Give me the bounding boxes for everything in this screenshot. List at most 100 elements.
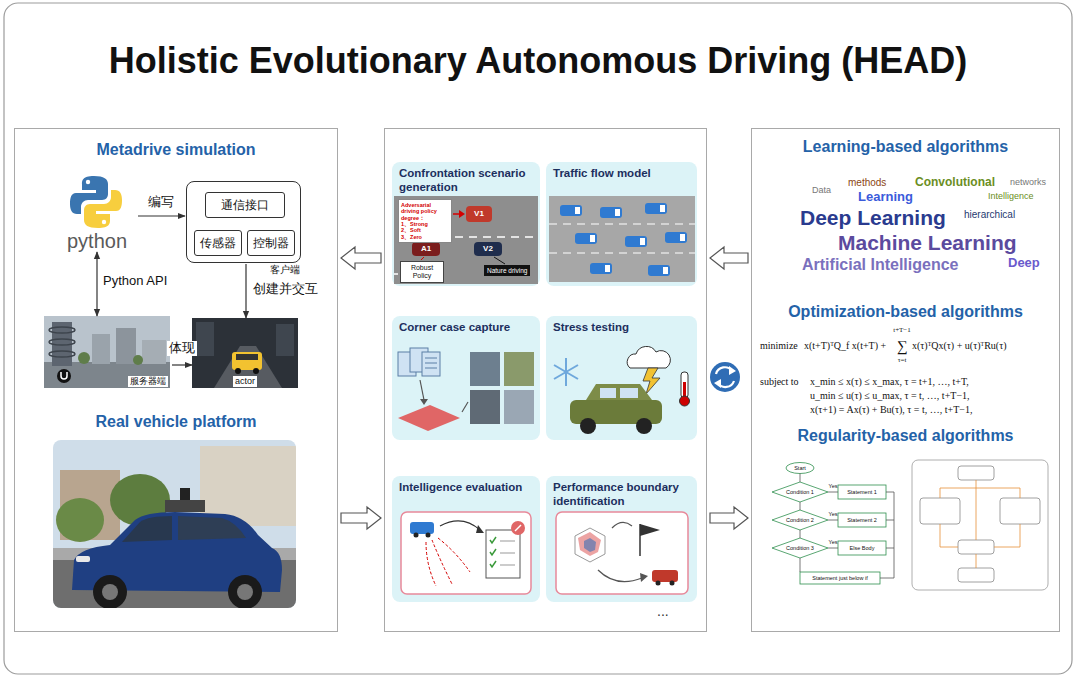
- traffic-scene-part: [665, 232, 687, 243]
- figure-label: Data: [812, 186, 831, 196]
- evaluation-scene-part: [414, 533, 419, 538]
- flowchart-part: [886, 520, 894, 521]
- stress-scene-part: [600, 388, 616, 398]
- corner-case-scene-part: [462, 402, 468, 412]
- node-text: python: [57, 231, 137, 251]
- actor-scene-part: [253, 368, 259, 374]
- traffic-scene-part: [663, 267, 668, 274]
- figure-label: x_min ≤ x(τ) ≤ x_max, τ = t+1, …, t+T,: [810, 376, 969, 387]
- evaluation-scene-part: [490, 549, 496, 555]
- node-text: 1、Strong: [401, 221, 449, 227]
- python-logo: [70, 176, 122, 228]
- figure-label: Artificial Intelligence: [802, 256, 958, 274]
- corner-case-scene-part: [504, 390, 534, 424]
- node-text: 通信接口: [221, 197, 269, 214]
- stress-scene-part: [680, 396, 690, 406]
- boundary-scene-part: [612, 522, 632, 528]
- refresh-icon-part: [714, 379, 721, 388]
- figure-label: V1: [474, 210, 484, 219]
- server-scene-part: [92, 334, 110, 364]
- evaluation-scene-part: [500, 541, 515, 542]
- edge-label: 编写: [146, 195, 176, 210]
- vehicle-photo-part: [56, 498, 104, 542]
- corner-case-scene-part: [504, 352, 534, 386]
- vehicle-photo-part: [93, 575, 127, 608]
- block-arrow: [710, 247, 748, 269]
- boundary-scene-part: [656, 581, 661, 586]
- edge-label: Python API: [101, 274, 169, 289]
- server-scene-part: [49, 339, 75, 345]
- actor-scene-part: [236, 354, 258, 360]
- state-machine-part: [958, 540, 994, 554]
- confrontation-scene: [394, 196, 538, 284]
- figure-label: Start: [794, 465, 806, 471]
- tile-box: Performance boundary identification: [547, 477, 698, 603]
- flowchart-part: [828, 548, 838, 549]
- state-machine-part: [940, 488, 976, 498]
- traffic-scene-part: [575, 205, 685, 274]
- flowchart: [772, 463, 894, 585]
- evaluation-scene-part: [490, 537, 496, 543]
- stress-scene-part: [554, 365, 578, 379]
- traffic-scene: [549, 196, 695, 282]
- server-scene-part: [57, 369, 71, 383]
- actor-scene-part: [232, 352, 262, 370]
- figure-label: Intelligence: [988, 192, 1034, 202]
- vehicle-photo-part: [180, 488, 190, 500]
- node-text: 客户端: [270, 263, 300, 277]
- node-text: 服务器端: [128, 376, 168, 387]
- flowchart-part: [772, 482, 828, 502]
- vehicle-photo-part: [53, 440, 296, 608]
- diagram-title: Holistic Evolutionary Autonomous Driving…: [0, 40, 1076, 82]
- evaluation-scene-part: [410, 522, 434, 534]
- flowchart-part: [800, 572, 880, 584]
- actor-scene: [192, 318, 298, 388]
- flowchart-part: [800, 474, 801, 483]
- figure-label: ∑: [897, 338, 908, 355]
- traffic-scene-part: [575, 233, 597, 244]
- stress-scene-part: [620, 388, 638, 398]
- boundary-scene: [556, 512, 688, 594]
- node-text: Optimization-based algorithms: [752, 303, 1059, 321]
- cbox-box: 控制器: [247, 230, 295, 256]
- node-text: Stress testing: [553, 321, 694, 335]
- state-machine-part: [958, 568, 994, 582]
- vehicle-photo-part: [237, 584, 253, 600]
- server-scene-part: [116, 328, 136, 364]
- boundary-scene-part: [584, 538, 596, 552]
- robust-box: Robust Policy: [400, 261, 444, 283]
- stress-scene-part: [681, 372, 688, 398]
- confrontation-scene-part: [394, 273, 398, 275]
- figure-label: A1: [421, 245, 431, 254]
- vehicle-photo-part: [102, 584, 118, 600]
- figure-label: Learning: [858, 190, 913, 204]
- figure-label: Yes: [829, 539, 838, 545]
- stress-scene-part: [554, 365, 578, 379]
- corner-case-scene-part: [425, 363, 437, 364]
- edge-label: 体现: [167, 341, 197, 356]
- arrow-line: [96, 252, 97, 316]
- traffic-scene-part: [640, 238, 645, 245]
- vehicle-photo-part: [178, 516, 246, 540]
- state-machine-part: [940, 480, 1020, 568]
- traffic-scene-part: [660, 205, 665, 212]
- arrow-line: [172, 364, 192, 365]
- state-machine-part: [1000, 498, 1040, 524]
- state-machine-part: [976, 554, 977, 568]
- traffic-scene-part: [605, 265, 610, 272]
- python-logo-part: [86, 180, 90, 184]
- node-text: 传感器: [200, 235, 236, 252]
- evaluation-scene-part: [426, 542, 436, 586]
- boundary-scene-part: [640, 573, 648, 582]
- tile-ground-part: [546, 316, 697, 440]
- refresh-icon: [710, 362, 740, 392]
- block-arrow: [341, 247, 381, 269]
- python-logo-part: [84, 190, 122, 228]
- node-text: actor: [233, 376, 257, 387]
- block-arrow: [341, 507, 381, 529]
- node-text: Performance boundary identification: [553, 481, 694, 509]
- refresh-icon-part: [729, 366, 736, 375]
- server-scene-part: [49, 327, 75, 333]
- flowchart-part: [772, 538, 828, 558]
- flowchart-part: [800, 530, 801, 538]
